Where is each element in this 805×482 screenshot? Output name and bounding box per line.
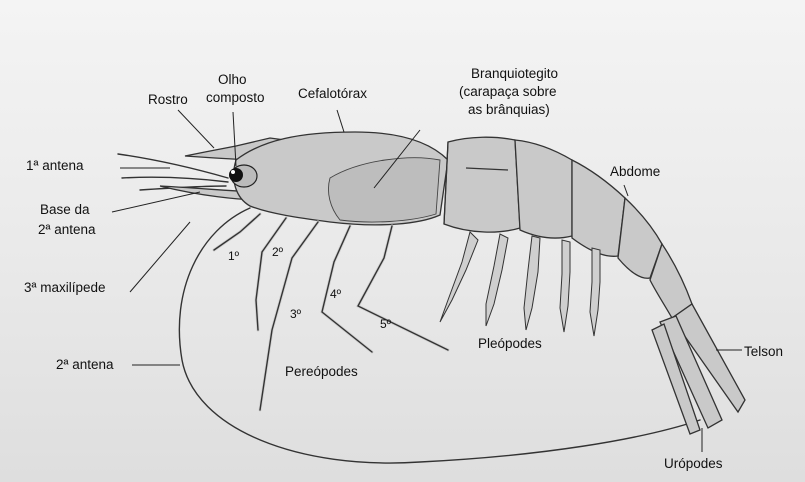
pereopods [214, 214, 448, 410]
label-branquiotegito-line1: Branquiotegito [471, 66, 558, 81]
label-base-line1: Base da [40, 202, 90, 217]
first-antenna [118, 154, 228, 190]
compound-eye [229, 165, 257, 187]
label-antena1: 1ª antena [26, 158, 84, 173]
label-olho-line1: Olho [218, 72, 247, 87]
label-rostro: Rostro [148, 92, 188, 107]
leg-number-1: 1º [228, 249, 240, 263]
leg-number-5: 5º [380, 317, 392, 331]
label-antena2: 2ª antena [56, 357, 114, 372]
pleopods [440, 232, 600, 336]
label-maxilipede: 3ª maxilípede [24, 280, 106, 295]
label-uropodes: Urópodes [664, 456, 723, 471]
label-abdome: Abdome [610, 164, 660, 179]
label-base-line2: 2ª antena [38, 222, 96, 237]
label-branquiotegito-line3: as brânquias) [468, 102, 550, 117]
label-pereopodes: Pereópodes [285, 364, 358, 379]
label-olho-line2: composto [206, 90, 265, 105]
label-telson: Telson [744, 344, 783, 359]
leg-number-2: 2º [272, 245, 284, 259]
leg-number-4: 4º [330, 287, 342, 301]
label-cefalotorax: Cefalotórax [298, 86, 367, 101]
leg-number-3: 3º [290, 307, 302, 321]
label-branquiotegito-line2: (carapaça sobre [459, 84, 557, 99]
tail-fan [652, 304, 745, 434]
label-pleopodes: Pleópodes [478, 336, 542, 351]
